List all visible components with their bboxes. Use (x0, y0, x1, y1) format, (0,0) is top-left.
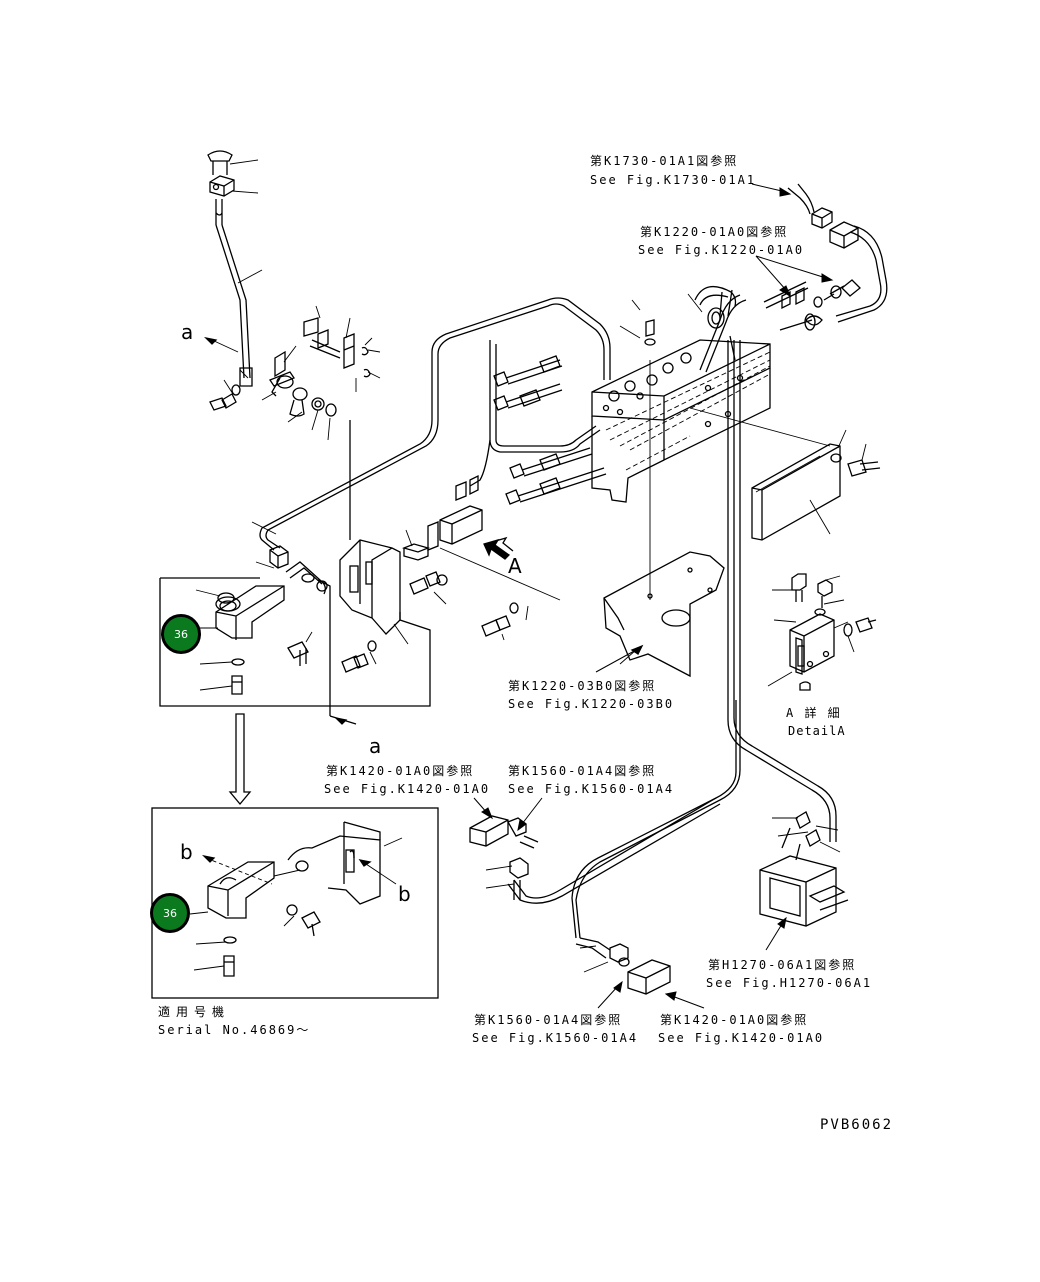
serial-en: Serial No.46869～ (158, 1023, 311, 1037)
ref-k1420a-en: See Fig.K1420-01A0 (324, 782, 491, 796)
ref-h1270-jp: 第H1270-06A1図参照 (708, 958, 857, 972)
floor-plate (603, 551, 725, 678)
ref-k1730-jp: 第K1730-01A1図参照 (590, 154, 739, 168)
ref-k1560b-jp: 第K1560-01A4図参照 (474, 1013, 623, 1027)
detail-a-jp: A 詳 細 (786, 706, 842, 720)
part-marker-36-lower[interactable]: 36 (150, 893, 190, 933)
serial-jp: 適用号機 (158, 1005, 231, 1019)
ref-k1420a-jp: 第K1420-01A0図参照 (326, 764, 475, 778)
ref-k1220a-jp: 第K1220-01A0図参照 (640, 225, 789, 239)
top-right-connectors (763, 207, 861, 331)
upper-detail-box (159, 521, 529, 725)
drawing-code: PVB6062 (820, 1117, 894, 1133)
ref-k1560a-en: See Fig.K1560-01A4 (508, 782, 675, 796)
ref-k1560b-en: See Fig.K1560-01A4 (472, 1031, 639, 1045)
lever-assembly (207, 150, 371, 540)
bottom-right-unit (759, 811, 849, 927)
detail-a-en: DetailA (788, 724, 846, 738)
part-marker-36-upper[interactable]: 36 (161, 614, 201, 654)
label-a-bottom: a (369, 734, 382, 758)
ref-k1560a-jp: 第K1560-01A4図参照 (508, 764, 657, 778)
bottom-connectors (469, 815, 671, 995)
transition-arrow (228, 713, 252, 806)
ref-k1220b-jp: 第K1220-03B0図参照 (508, 679, 657, 693)
cable-routing (259, 183, 888, 939)
label-a-top: a (181, 320, 194, 344)
label-arrow-a: A (508, 554, 522, 578)
ref-k1220b-en: See Fig.K1220-03B0 (508, 697, 675, 711)
detail-a-drawing (767, 573, 877, 691)
ref-k1420b-jp: 第K1420-01A0図参照 (660, 1013, 809, 1027)
ref-k1420b-en: See Fig.K1420-01A0 (658, 1031, 825, 1045)
control-housing (591, 339, 771, 600)
label-b-left: b (180, 840, 193, 864)
reference-arrows (473, 183, 834, 1009)
center-connectors (427, 340, 607, 601)
ref-k1730-en: See Fig.K1730-01A1 (590, 173, 757, 187)
ref-h1270-en: See Fig.H1270-06A1 (706, 976, 873, 990)
cover-plate (689, 407, 881, 541)
ref-k1220a-en: See Fig.K1220-01A0 (638, 243, 805, 257)
lower-detail-box (151, 807, 439, 999)
label-b-right: b (398, 882, 411, 906)
